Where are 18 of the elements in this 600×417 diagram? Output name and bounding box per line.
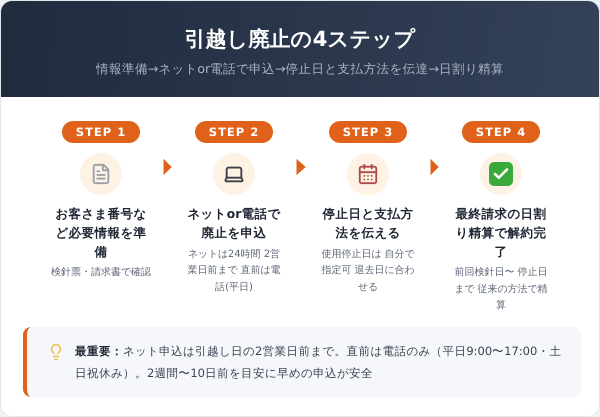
step-title: 停止日と支払方法を伝える — [321, 205, 414, 242]
step-description: 前回検針日〜 停止日まで 従来の方法で精算 — [453, 266, 549, 314]
title: 引越し廃止の4ステップ — [184, 26, 416, 53]
step-description: 検針票・請求書で確認 — [51, 266, 151, 280]
step-badge: STEP 3 — [328, 121, 408, 143]
step-badge: STEP 2 — [194, 121, 274, 143]
step-description: 使用停止日は 自分で指定可 退去日に合わせる — [320, 248, 416, 294]
arrow — [296, 158, 306, 176]
step-title: ネットor電話で廃止を申込 — [186, 205, 282, 242]
note-text: 最重要：ネット申込は引越し日の2営業日前まで。直前は電話のみ（平日9:00〜17:00・土日祝休み）。2週間〜10日前を目安に早めの申込が安全 — [75, 343, 562, 382]
step-title: 最終請求の日割り精算で解約完了 — [454, 205, 548, 260]
step-description: ネットは24時間 2営業日前まで 直前は電話(平日) — [186, 248, 282, 294]
arrow — [430, 158, 439, 176]
arrow — [164, 158, 172, 176]
subtitle: 情報準備→ネットor電話で申込→停止日と支払方法を伝達→日割り精算 — [96, 61, 504, 78]
step-badge: STEP 1 — [62, 121, 140, 143]
step-title: お客さま番号など必要情報を準備 — [54, 205, 148, 260]
step-badge: STEP 4 — [462, 121, 540, 143]
